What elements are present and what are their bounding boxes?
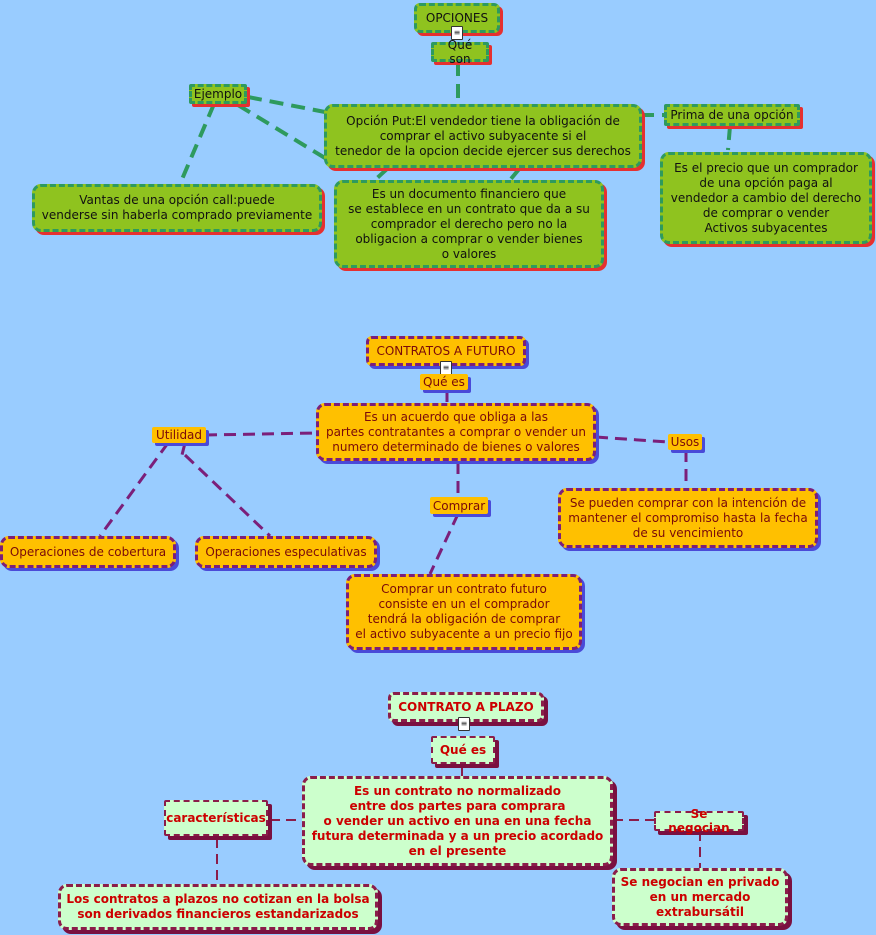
link-se-negocian: Se negocian xyxy=(654,807,744,835)
plazo-title[interactable]: CONTRATO A PLAZO xyxy=(388,692,544,722)
concept-operaciones-especulativas[interactable]: Operaciones especulativas xyxy=(195,536,377,568)
concept-acuerdo[interactable]: Es un acuerdo que obliga a las partes co… xyxy=(316,403,596,461)
link-que-son: Qué son xyxy=(431,38,489,66)
concept-compromiso-vencimiento[interactable]: Se pueden comprar con la intención de ma… xyxy=(558,488,818,548)
concept-no-cotizan[interactable]: Los contratos a plazos no cotizan en la … xyxy=(58,884,378,930)
link-que-es: Qué es xyxy=(420,374,468,390)
concept-precio-comprador[interactable]: Es el precio que un comprador de una opc… xyxy=(660,152,872,244)
link-usos: Usos xyxy=(668,434,702,450)
concept-comprar-contrato-futuro[interactable]: Comprar un contrato futuro consiste en u… xyxy=(346,574,582,650)
concept-vantas-call[interactable]: Vantas de una opción call:puede venderse… xyxy=(32,184,322,232)
link-que-es: Qué es xyxy=(431,736,495,764)
document-icon[interactable]: ≡ xyxy=(440,361,452,375)
link-comprar: Comprar xyxy=(430,497,488,514)
link-caracteristicas: características xyxy=(164,800,268,836)
concept-prima[interactable]: Prima de una opción xyxy=(664,104,800,126)
concept-definicion-plazo[interactable]: Es un contrato no normalizado entre dos … xyxy=(302,776,613,866)
link-utilidad: Utilidad xyxy=(152,427,206,443)
concept-documento-financiero[interactable]: Es un documento financiero que se establ… xyxy=(334,180,604,268)
link-ejemplo: Ejemplo xyxy=(189,84,247,104)
concept-opcion-put[interactable]: Opción Put:El vendedor tiene la obligaci… xyxy=(324,104,642,168)
concept-mercado-extrabursatil[interactable]: Se negocian en privado en un mercado ext… xyxy=(612,868,788,926)
document-icon[interactable]: ≡ xyxy=(451,26,463,40)
document-icon[interactable]: ≡ xyxy=(458,717,470,731)
concept-operaciones-cobertura[interactable]: Operaciones de cobertura xyxy=(0,536,176,568)
